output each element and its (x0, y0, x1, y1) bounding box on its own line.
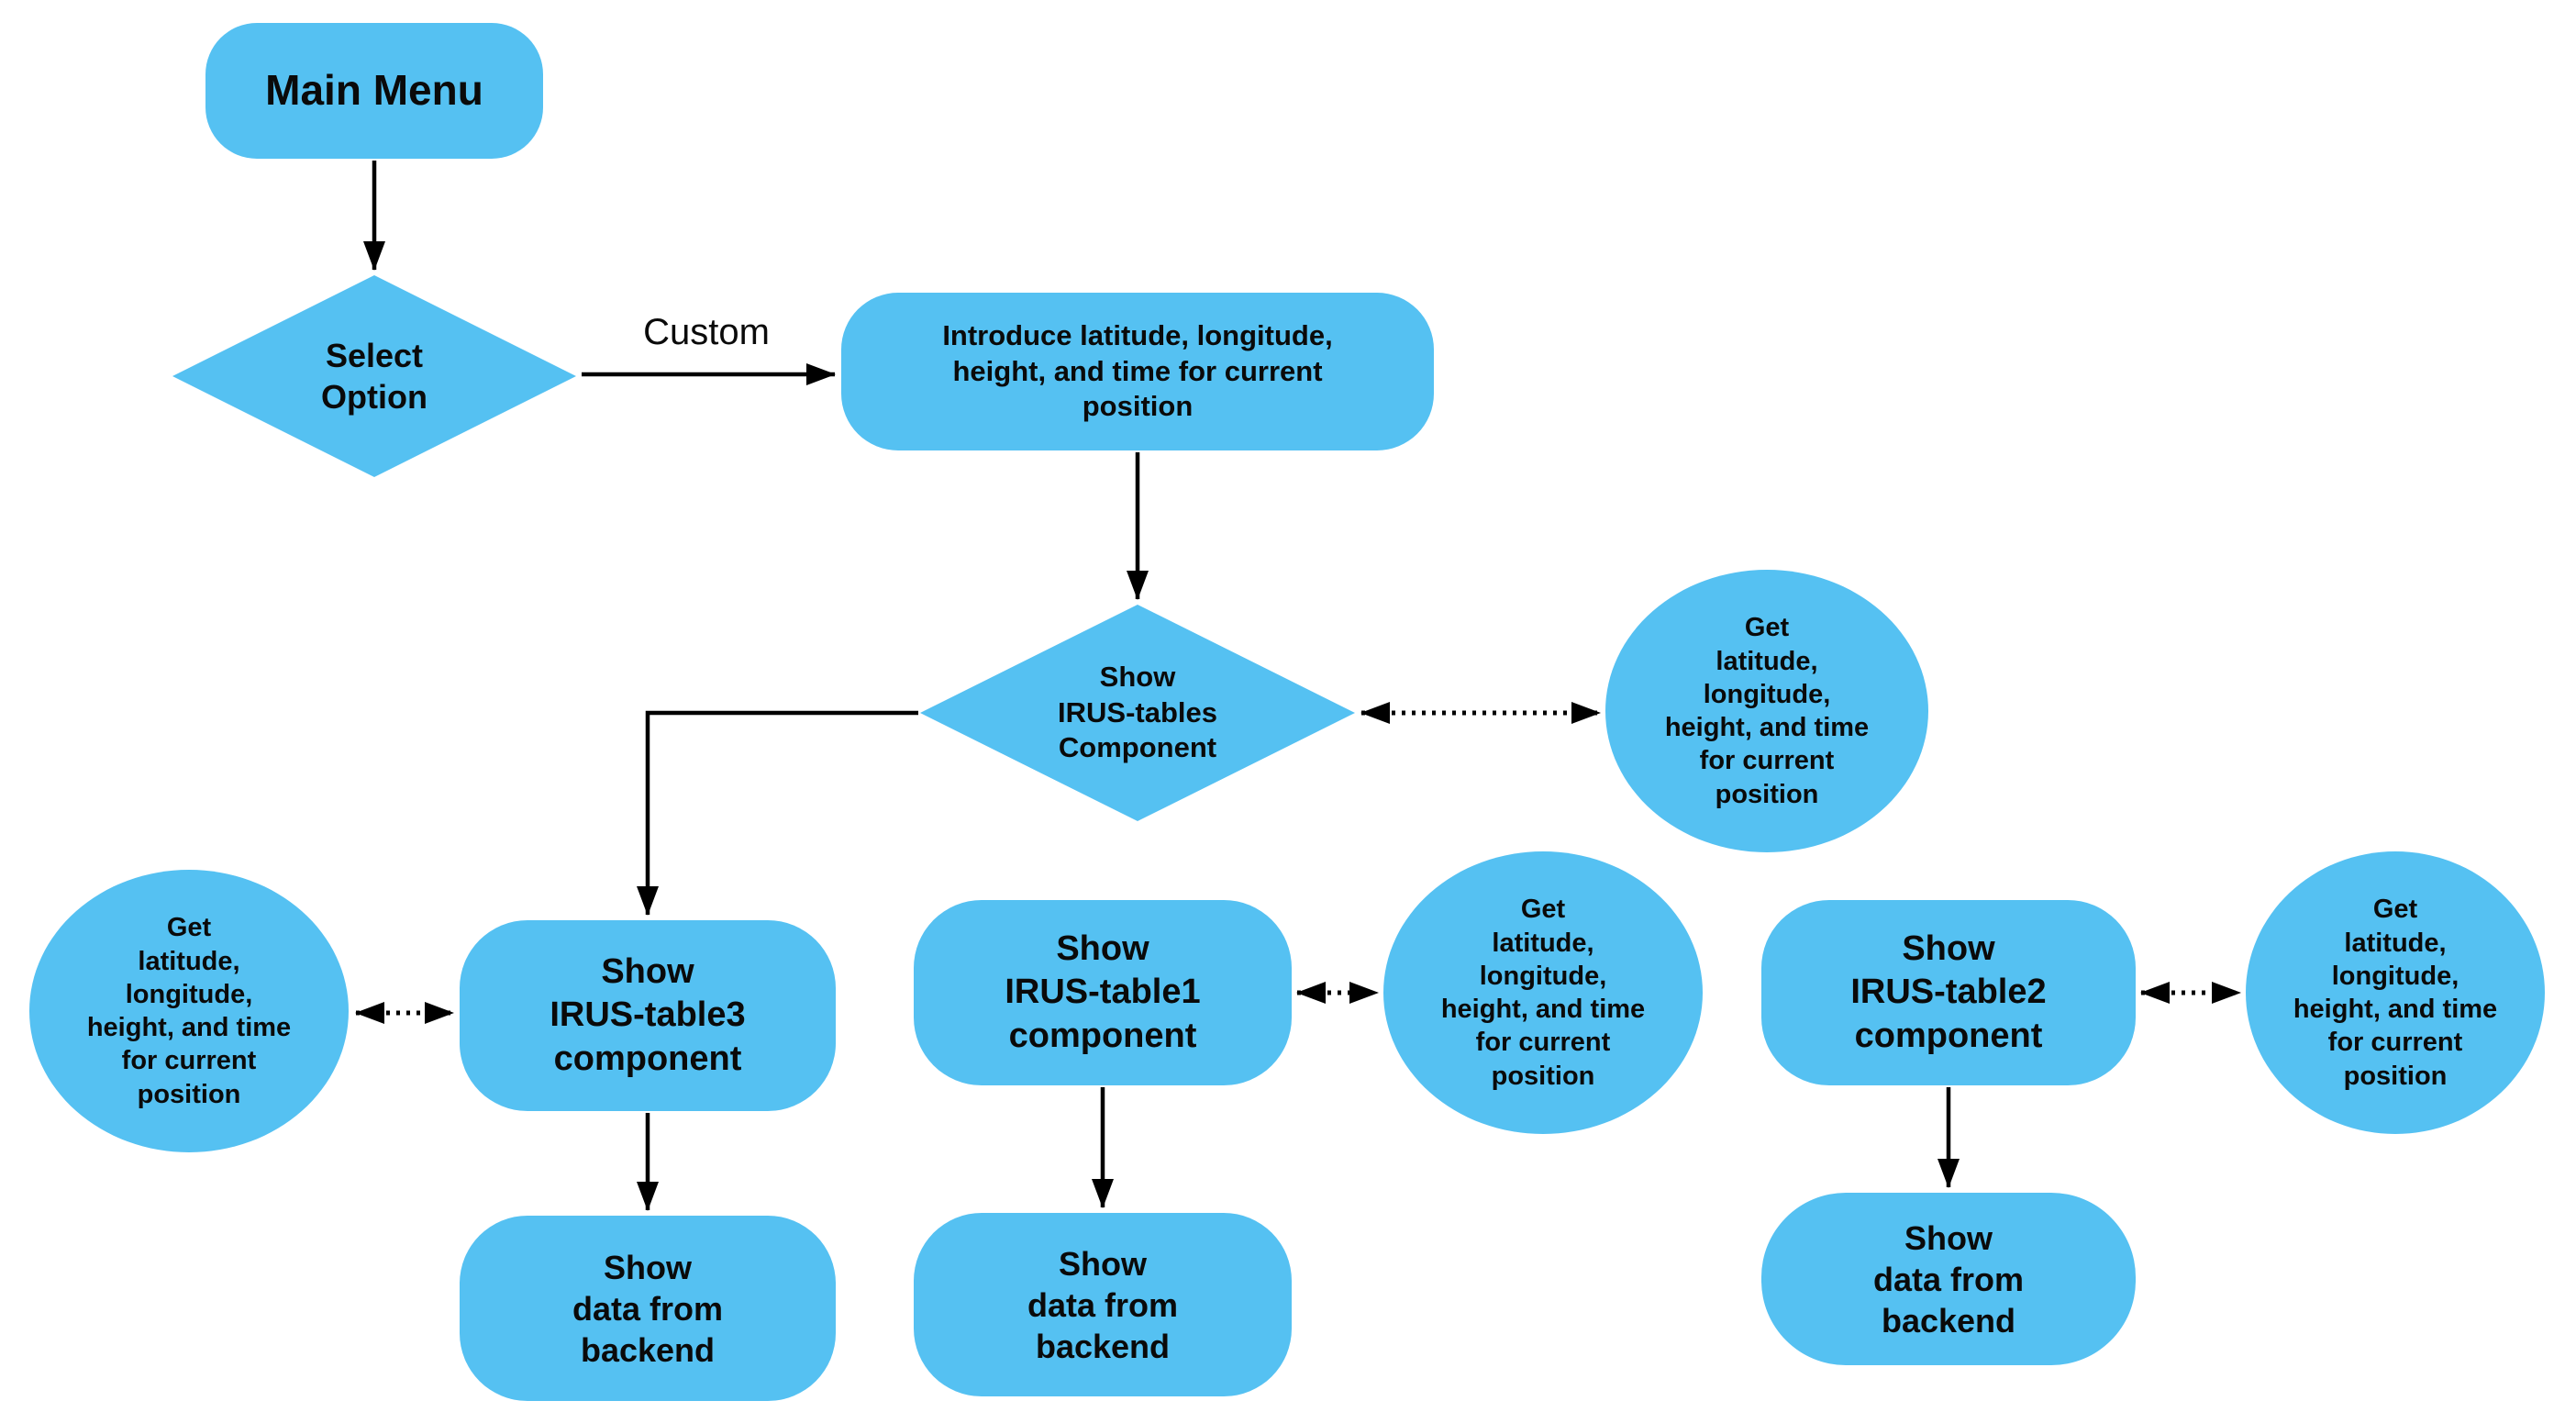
node-introduce-position-label: Introduce latitude, longitude, height, a… (942, 318, 1333, 423)
node-introduce-position: Introduce latitude, longitude, height, a… (841, 293, 1434, 450)
node-show-data-backend-3-label: Show data from backend (572, 1248, 724, 1369)
node-show-data-backend-1: Show data from backend (914, 1213, 1292, 1396)
node-select-option-label: Select Option (321, 337, 427, 416)
node-get-position-left-label: Get latitude, longitude, height, and tim… (86, 913, 292, 1109)
node-main-menu-label: Main Menu (265, 66, 483, 115)
node-show-data-backend-1-label: Show data from backend (1027, 1244, 1179, 1365)
node-get-position-middle: Get latitude, longitude, height, and tim… (1383, 851, 1703, 1134)
node-get-position-right-label: Get latitude, longitude, height, and tim… (2293, 895, 2498, 1091)
node-main-menu: Main Menu (205, 23, 543, 159)
connector-tablesdiamond-to-table3 (637, 710, 918, 916)
node-show-irus-tables-label: Show IRUS-tables Component (1058, 660, 1217, 764)
node-show-irus-table2-label: Show IRUS-table2 component (1850, 928, 2047, 1055)
node-get-position-left: Get latitude, longitude, height, and tim… (29, 870, 349, 1152)
node-show-data-backend-2: Show data from backend (1761, 1193, 2136, 1365)
node-show-data-backend-2-label: Show data from backend (1872, 1218, 2025, 1340)
node-get-position-top-right-label: Get latitude, longitude, height, and tim… (1664, 613, 1870, 809)
node-show-irus-table1-label: Show IRUS-table1 component (1005, 928, 1201, 1055)
node-get-position-middle-label: Get latitude, longitude, height, and tim… (1440, 895, 1646, 1091)
node-show-data-backend-3: Show data from backend (460, 1216, 836, 1401)
node-show-irus-table3-label: Show IRUS-table3 component (550, 951, 746, 1078)
node-show-irus-table1: Show IRUS-table1 component (914, 900, 1292, 1085)
node-show-irus-table2: Show IRUS-table2 component (1761, 900, 2136, 1085)
node-get-position-right: Get latitude, longitude, height, and tim… (2246, 851, 2545, 1134)
node-get-position-top-right: Get latitude, longitude, height, and tim… (1605, 570, 1928, 852)
node-show-irus-table3: Show IRUS-table3 component (460, 920, 836, 1111)
edge-label-custom: Custom (643, 312, 770, 352)
